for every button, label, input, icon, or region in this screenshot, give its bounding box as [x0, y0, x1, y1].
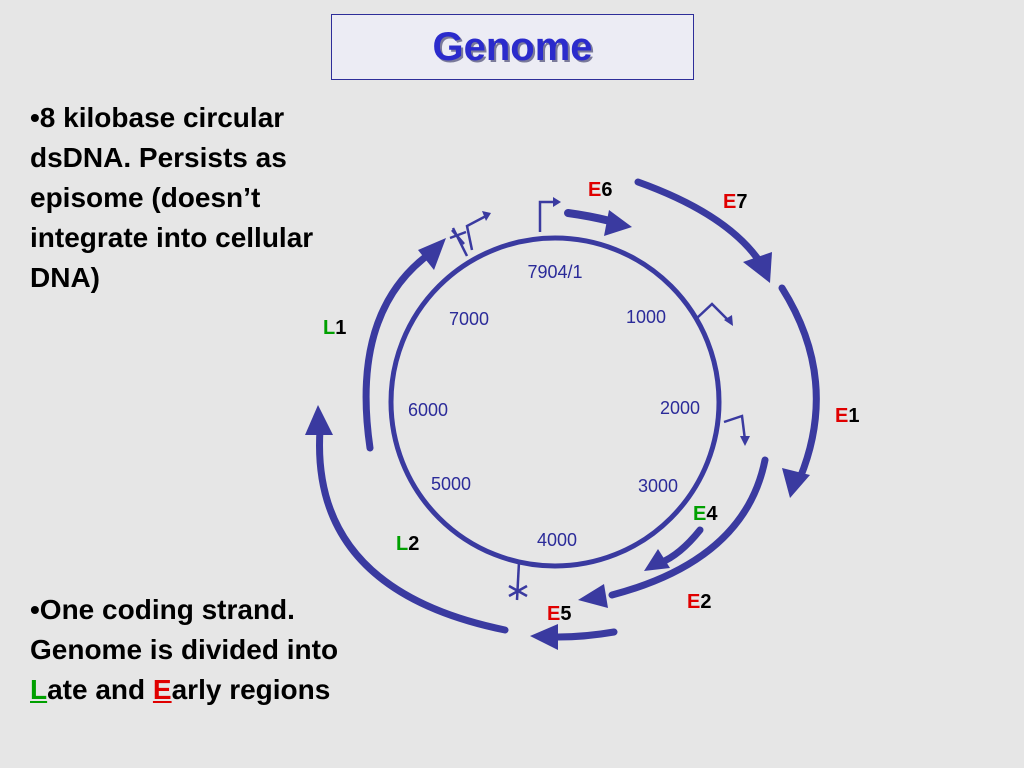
gene-label-e2: E2 [687, 591, 711, 613]
promoter-marker-lower-right [723, 414, 750, 446]
l2-arrow [305, 405, 509, 634]
position-label-4000: 4000 [537, 530, 577, 550]
gene-label-e7: E7 [723, 191, 747, 213]
e4-arrow [644, 526, 704, 571]
late-letter: L [30, 674, 48, 705]
position-label-2000: 2000 [660, 398, 700, 418]
position-label-5000: 5000 [431, 474, 471, 494]
promoter-marker-top [538, 197, 561, 232]
gene-label-e4: E4 [693, 503, 718, 525]
promoter-marker-right [696, 302, 733, 326]
bullet-genome-description: •8 kilobase circular dsDNA. Persists as … [30, 102, 314, 293]
position-label-7000: 7000 [449, 309, 489, 329]
position-label-7904: 7904/1 [527, 262, 582, 282]
page-title: Genome [432, 24, 593, 69]
bullet2-intro: •One coding strand. Genome is divided in… [30, 594, 339, 665]
early-rest: arly regions [171, 674, 331, 705]
position-label-3000: 3000 [638, 476, 678, 496]
gene-label-e5: E5 [547, 603, 571, 625]
bullet-coding-strand: •One coding strand. Genome is divided in… [30, 590, 380, 710]
e7-e1-arrow [634, 178, 772, 283]
early-letter: E [152, 674, 172, 705]
title-box: Genome [331, 14, 694, 80]
l1-arrow [362, 238, 446, 452]
gene-label-e6: E6 [588, 179, 612, 201]
termination-marker-top-left [449, 227, 469, 257]
late-rest: ate and [47, 674, 153, 705]
gene-label-e1: E1 [835, 405, 859, 427]
e6-arrow [564, 209, 632, 236]
position-label-1000: 1000 [626, 307, 666, 327]
promoter-marker-top-left [465, 211, 491, 251]
gene-label-l2: L2 [396, 533, 419, 555]
gene-label-l1: L1 [323, 317, 346, 339]
genome-circle [388, 235, 722, 569]
e1-arrow [778, 284, 820, 498]
e5-arrow [530, 624, 618, 650]
e2-arrow [578, 456, 769, 608]
position-label-6000: 6000 [408, 400, 448, 420]
termination-marker-bottom [508, 561, 528, 601]
